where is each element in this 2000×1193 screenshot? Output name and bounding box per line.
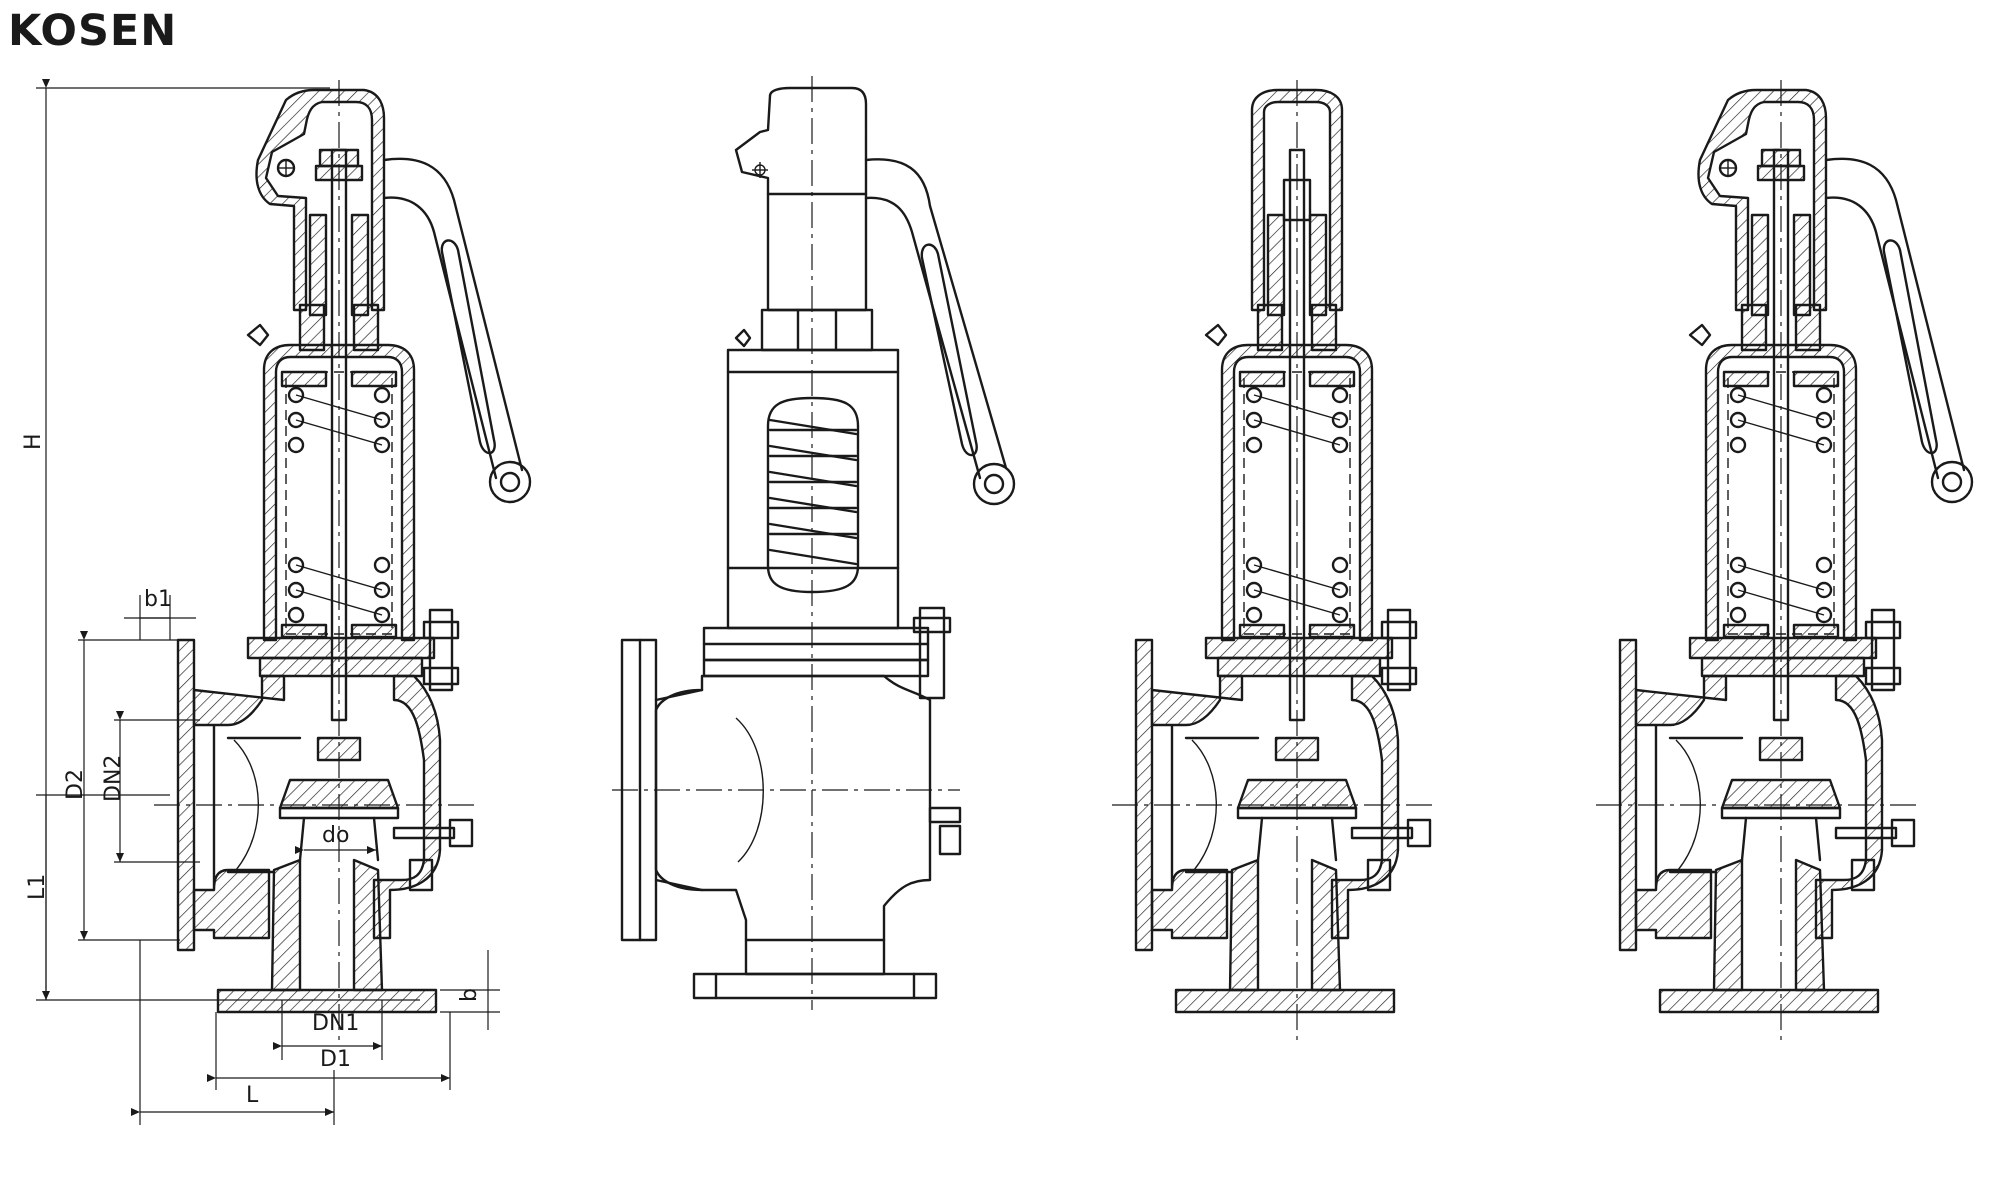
dim-label-D1: D1 <box>320 1047 351 1072</box>
dim-label-H: H <box>21 433 46 450</box>
dim-label-b: b <box>457 988 482 1002</box>
dim-label-b1: b1 <box>144 587 172 612</box>
valve-view-4 <box>1594 78 1974 1042</box>
dim-label-DN2: DN2 <box>101 755 126 802</box>
dim-label-L: L <box>246 1083 259 1108</box>
dim-label-DN1: DN1 <box>312 1011 359 1036</box>
dimension-lines <box>36 79 500 1125</box>
brand-logo: KOSEN <box>8 6 178 56</box>
valve-view-2 <box>612 76 1016 1010</box>
dim-label-D2: D2 <box>63 769 88 800</box>
dim-label-L1: L1 <box>25 874 50 900</box>
valve-view-3 <box>1112 80 1432 1040</box>
valve-view-1 <box>152 78 532 1042</box>
dim-label-do: do <box>322 823 349 848</box>
